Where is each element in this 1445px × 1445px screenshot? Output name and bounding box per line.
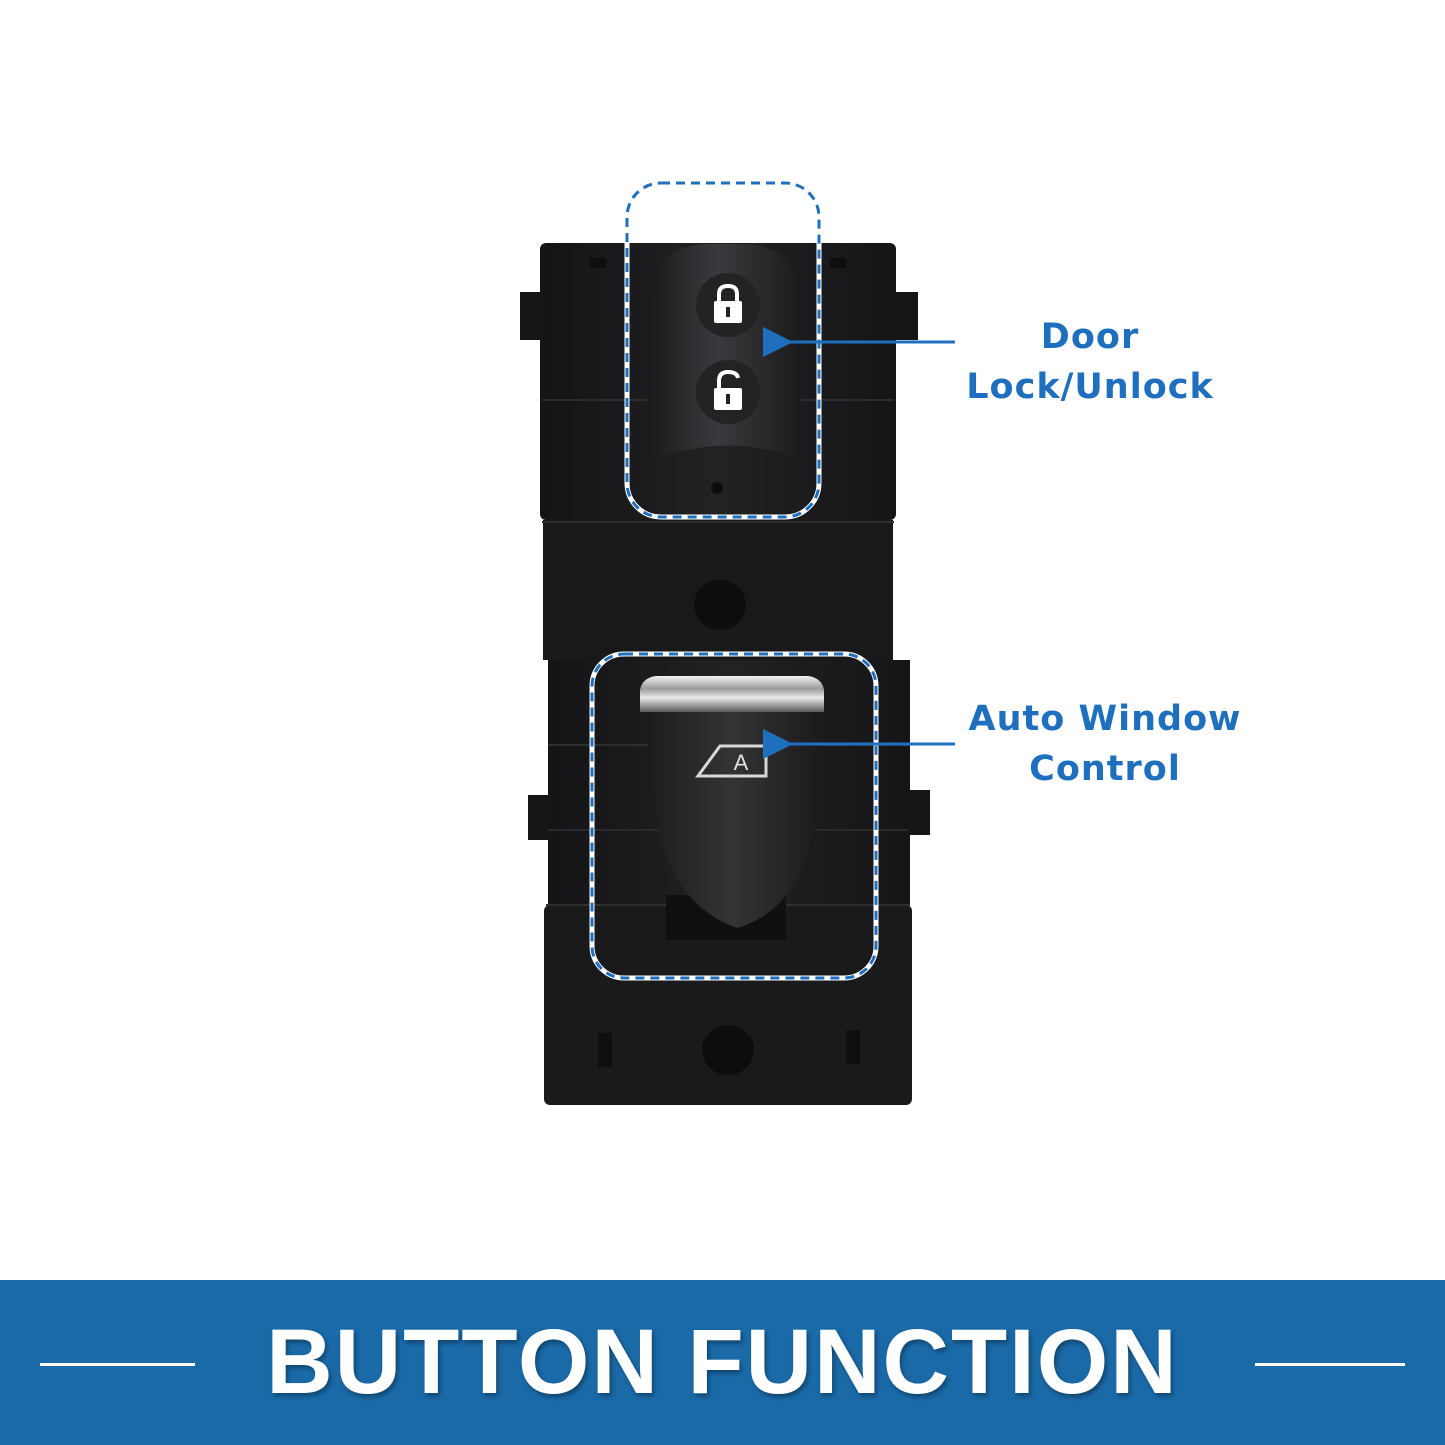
door-lock-label-line2: Lock/Unlock [966, 367, 1214, 407]
banner-rule-right [1255, 1363, 1405, 1366]
auto-window-switch: A [640, 676, 824, 940]
product-photo: A [520, 180, 955, 1105]
lock-closed-icon [696, 273, 760, 337]
banner-rule-left [40, 1363, 195, 1366]
banner-title: BUTTON FUNCTION [266, 1311, 1179, 1413]
auto-window-callout: Auto Window Control [945, 694, 1265, 794]
lock-open-icon [696, 360, 760, 424]
title-banner: BUTTON FUNCTION [0, 1280, 1445, 1445]
auto-window-glyph: A [734, 750, 749, 775]
auto-window-label-line2: Control [1029, 749, 1181, 789]
auto-window-label-line1: Auto Window [968, 699, 1242, 739]
arrow-left-icon [763, 327, 955, 759]
door-lock-label-line1: Door [1040, 317, 1140, 357]
door-lock-button [648, 244, 800, 462]
door-lock-callout: Door Lock/Unlock [930, 312, 1250, 412]
